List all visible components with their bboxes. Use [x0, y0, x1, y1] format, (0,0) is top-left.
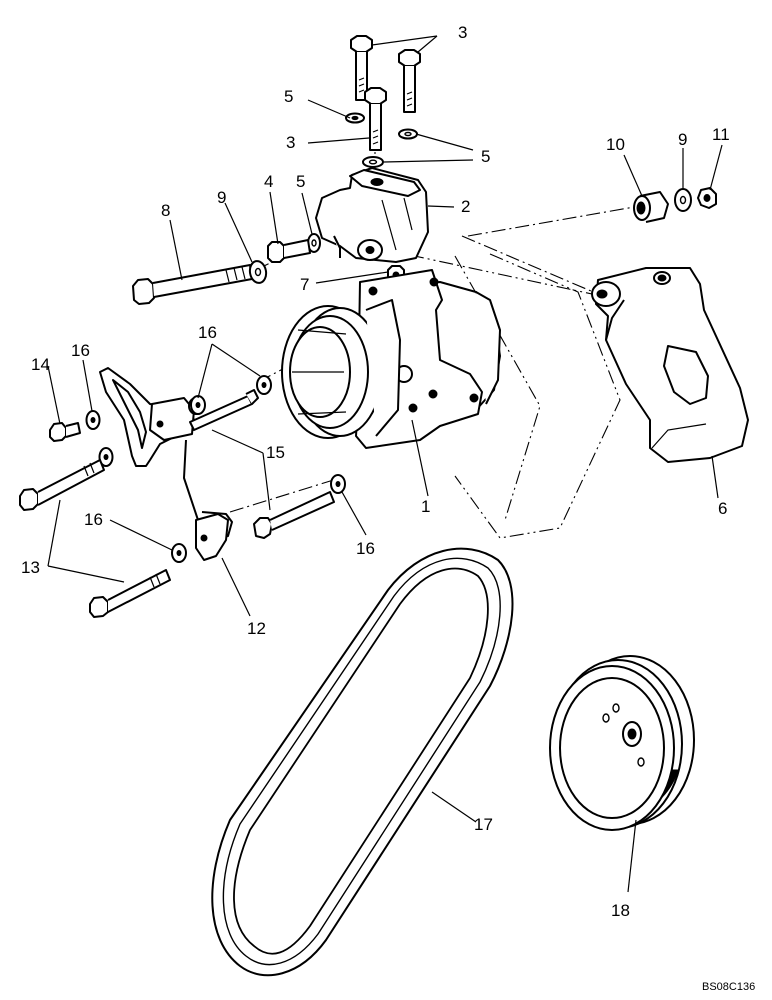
part-16-washers [85, 375, 346, 563]
callout-labels: 3 5 3 5 2 4 5 9 8 7 10 9 11 16 14 16 15 … [21, 23, 730, 920]
bolt-13-lower [89, 569, 171, 618]
callout-1: 1 [421, 497, 430, 516]
part-8-long-bolt [132, 264, 253, 305]
callout-6: 6 [718, 499, 727, 518]
callout-16-mid: 16 [84, 510, 103, 529]
part-9-washer-right [674, 188, 692, 212]
bolt-3-left [350, 35, 373, 101]
callout-5-mid: 5 [296, 172, 305, 191]
part-10-spacer [633, 191, 669, 223]
callout-2: 2 [461, 197, 470, 216]
callout-9-left: 9 [217, 188, 226, 207]
part-5-washers [307, 112, 418, 253]
part-13-bolts [19, 459, 171, 618]
callout-8: 8 [161, 201, 170, 220]
part-18-pulley [549, 655, 695, 831]
part-6-rear-bracket [591, 267, 749, 463]
callout-15: 15 [266, 443, 285, 462]
part-11-nut [697, 187, 717, 209]
part-2-upper-bracket [315, 167, 429, 263]
part-14-bolt [49, 422, 81, 442]
callout-18: 18 [611, 901, 630, 920]
part-3-bolts [350, 35, 421, 151]
reference-code: BS08C136 [702, 981, 755, 993]
part-17-drive-belt [211, 547, 514, 977]
callout-5-left: 5 [284, 87, 293, 106]
callout-4: 4 [264, 172, 273, 191]
callout-10: 10 [606, 135, 625, 154]
callout-9-right: 9 [678, 130, 687, 149]
part-1-compressor [281, 269, 501, 449]
callout-5-right: 5 [481, 147, 490, 166]
callout-3-top: 3 [458, 23, 467, 42]
bolt-3-right [398, 49, 421, 113]
bolt-13-upper [19, 459, 105, 511]
callout-7: 7 [300, 275, 309, 294]
center-lines [229, 145, 641, 539]
callout-16-left: 16 [71, 341, 90, 360]
callout-13: 13 [21, 558, 40, 577]
callout-16-top: 16 [198, 323, 217, 342]
callout-16-right: 16 [356, 539, 375, 558]
part-9-washer-left [248, 260, 268, 284]
callout-3-left: 3 [286, 133, 295, 152]
leader-lines [47, 35, 723, 893]
part-15-bolts [189, 389, 335, 539]
bolt-15-upper [189, 389, 259, 431]
bolt-15-lower [253, 491, 335, 539]
callout-12: 12 [247, 619, 266, 638]
part-4-bolt [267, 239, 311, 263]
callout-14: 14 [31, 355, 50, 374]
callout-11: 11 [712, 125, 730, 144]
bolt-3-center [364, 87, 387, 151]
callout-17: 17 [474, 815, 493, 834]
part-12-adjusting-arm [99, 367, 233, 561]
